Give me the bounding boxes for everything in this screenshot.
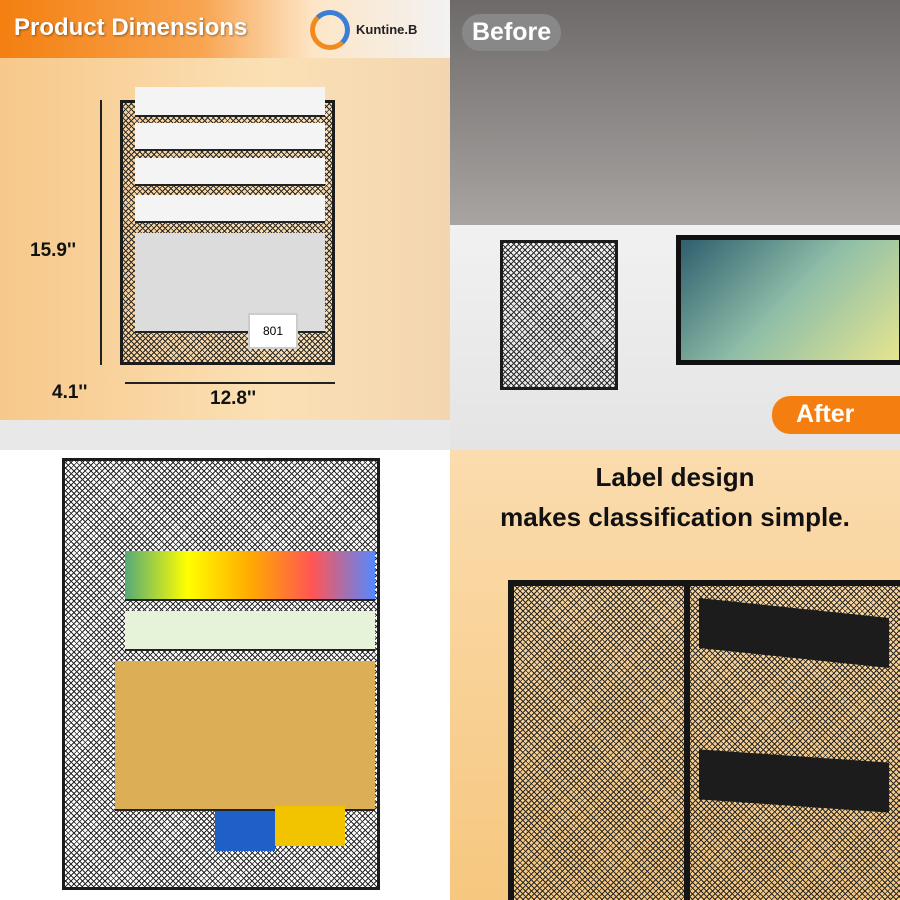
clock: 801 xyxy=(248,313,298,349)
label-tab xyxy=(699,598,889,668)
before-label: Before xyxy=(462,14,562,51)
height-label: 15.9'' xyxy=(30,240,77,261)
brand-name: Kuntine.B xyxy=(356,22,418,37)
floor xyxy=(0,420,450,450)
title-banner: Product Dimensions Kuntine.B xyxy=(0,0,450,58)
label-tab xyxy=(699,749,889,813)
file-rack-image xyxy=(62,458,380,890)
depth-label: 4.1'' xyxy=(52,382,88,403)
after-label: After xyxy=(772,396,900,434)
label-subheadline: makes classification simple. xyxy=(500,502,850,532)
width-label: 12.8'' xyxy=(210,388,257,409)
file-rack-image: 801 xyxy=(120,87,335,365)
product-photo-panel xyxy=(0,450,450,900)
rack-closeup-image xyxy=(508,580,900,900)
panel-title: Product Dimensions xyxy=(14,14,248,41)
label-headline: Label design xyxy=(595,462,755,492)
before-after-panel: Before After xyxy=(450,0,900,450)
label-design-panel: Label design makes classification simple… xyxy=(450,450,900,900)
dimensions-panel: Product Dimensions Kuntine.B 801 15.9'' … xyxy=(0,0,450,450)
brand-logo-icon xyxy=(310,10,350,50)
after-photo xyxy=(450,225,900,450)
